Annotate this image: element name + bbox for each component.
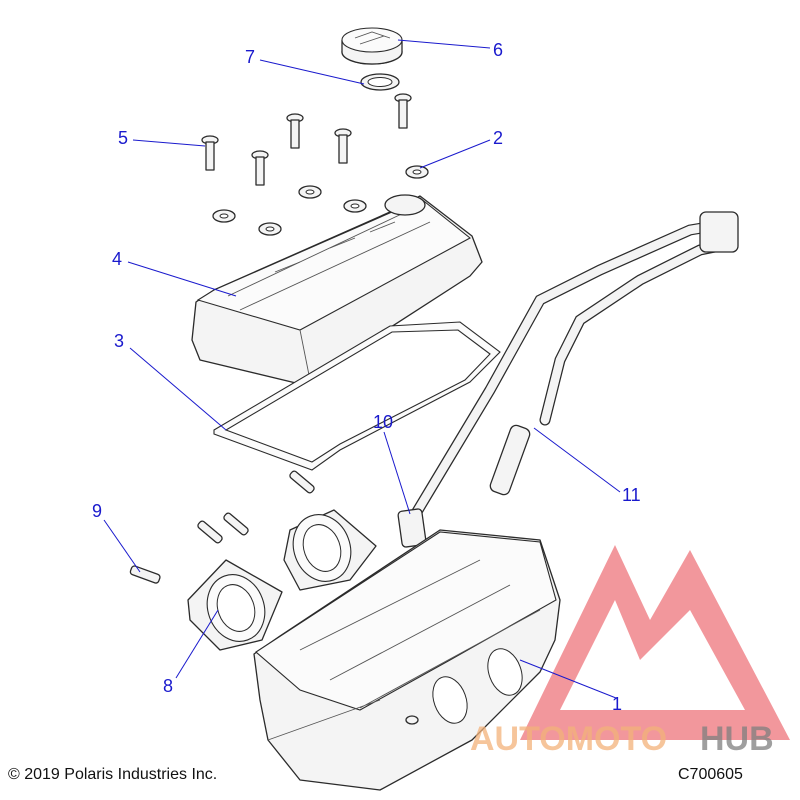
oil-filler-cap bbox=[341, 27, 403, 65]
breather-hoses bbox=[397, 211, 739, 548]
callout-1: 1 bbox=[612, 694, 622, 714]
valve-cover-gasket bbox=[213, 321, 501, 471]
cover-bolts bbox=[201, 93, 412, 186]
watermark-triangle-icon bbox=[520, 545, 790, 740]
grommets bbox=[212, 165, 429, 236]
watermark-logo bbox=[520, 545, 790, 740]
manifold-bolts bbox=[129, 470, 315, 584]
cylinder-head bbox=[253, 529, 561, 791]
callout-6: 6 bbox=[493, 40, 503, 60]
valve-cover bbox=[191, 194, 483, 385]
callout-2: 2 bbox=[493, 128, 503, 148]
o-ring bbox=[360, 73, 400, 91]
callout-7: 7 bbox=[245, 47, 255, 67]
intake-boots bbox=[187, 509, 377, 651]
callout-10: 10 bbox=[373, 412, 393, 432]
callout-3: 3 bbox=[114, 331, 124, 351]
callout-5: 5 bbox=[118, 128, 128, 148]
copyright-notice: © 2019 Polaris Industries Inc. bbox=[8, 766, 218, 783]
watermark-text-right: HUB bbox=[700, 720, 774, 758]
callout-leaders bbox=[103, 39, 621, 699]
watermark-text-left: AUTOMOTO bbox=[470, 720, 667, 758]
drawing-id: C700605 bbox=[678, 766, 743, 783]
callout-8: 8 bbox=[163, 676, 173, 696]
callout-4: 4 bbox=[112, 249, 122, 269]
callout-9: 9 bbox=[92, 501, 102, 521]
callout-11: 11 bbox=[622, 485, 641, 505]
